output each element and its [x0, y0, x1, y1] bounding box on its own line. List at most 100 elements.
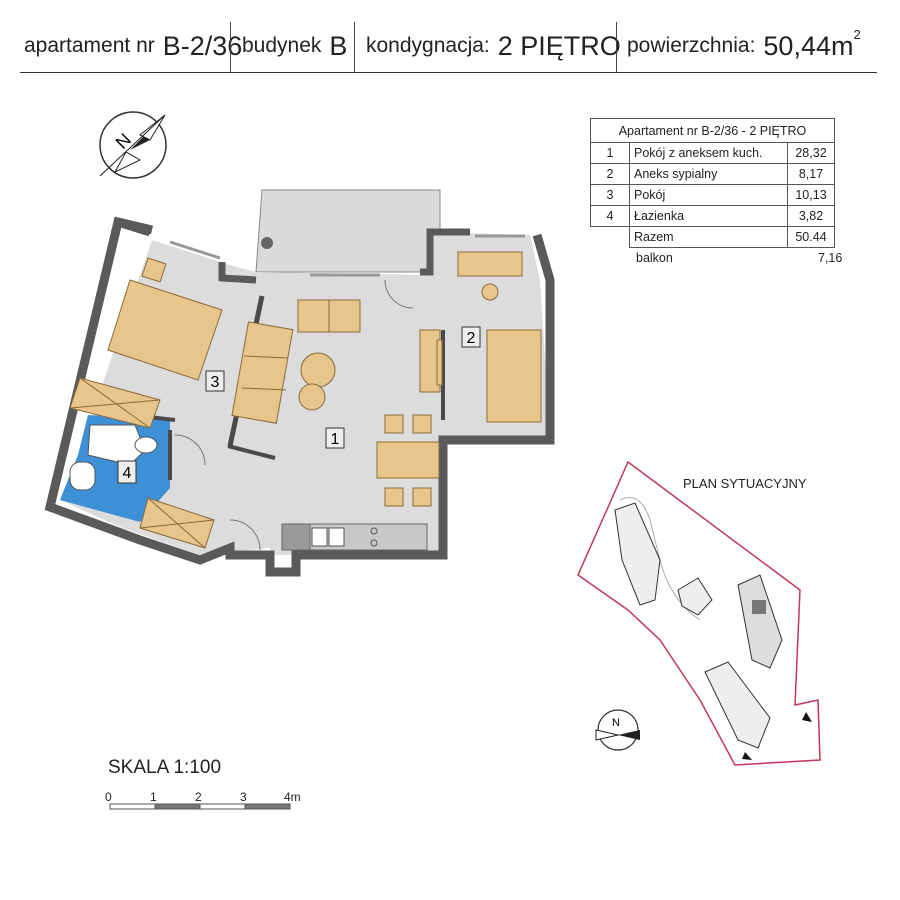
hob-burner	[370, 527, 378, 535]
chair	[384, 487, 404, 507]
scale-tick-label: 0	[105, 790, 112, 804]
table-row: 1 Pokój z aneksem kuch. 28,32	[590, 142, 835, 164]
total-value: 50.44	[787, 226, 835, 248]
room-label: 4	[123, 465, 132, 482]
room-area-table: Apartament nr B-2/36 - 2 PIĘTRO 1 Pokój …	[590, 118, 835, 248]
room-area: 28,32	[787, 142, 835, 164]
toilet	[69, 461, 96, 491]
apartment-label: apartament nr	[24, 34, 155, 57]
scale-tick-label: 1	[150, 790, 157, 804]
outer-wall	[44, 216, 555, 577]
room-area: 8,17	[787, 163, 835, 185]
coffee-table	[300, 352, 336, 388]
room-label-box	[325, 427, 345, 449]
room-label: 1	[331, 431, 340, 448]
interior-wall	[227, 444, 276, 460]
balcony-area	[255, 189, 441, 273]
balcony-label: balkon	[636, 251, 673, 265]
header-bar: apartament nr B-2/36 budynek B kondygnac…	[20, 20, 877, 73]
north-compass-icon	[99, 111, 167, 179]
room-label: 2	[467, 330, 476, 347]
sink	[311, 527, 328, 547]
outer-wall	[420, 228, 470, 276]
tv	[436, 339, 443, 386]
site-entrance-marker	[802, 712, 812, 722]
site-boundary	[577, 460, 821, 766]
balcony-value: 7,16	[818, 251, 843, 265]
header-divider	[616, 22, 617, 72]
table-total-row: Razem 50.44	[591, 226, 835, 248]
building-value: B	[329, 30, 348, 61]
outer-wall	[218, 262, 257, 284]
wardrobe-mark	[69, 399, 161, 409]
cabinet-mark	[139, 519, 215, 529]
fridge	[281, 523, 311, 551]
washbasin	[134, 436, 158, 454]
door-swing	[384, 279, 414, 309]
room-name: Aneks sypialny	[629, 163, 788, 185]
shelf	[457, 251, 523, 277]
area-label: powierzchnia:	[627, 34, 756, 57]
site-plan-title: PLAN SYTUACYJNY	[683, 476, 807, 491]
bed	[107, 279, 223, 381]
chair	[412, 414, 432, 434]
building: budynek B	[242, 20, 347, 72]
nightstand	[141, 257, 167, 283]
window	[169, 240, 221, 260]
cabinet-mark	[147, 497, 206, 549]
compass-letter: N	[112, 129, 135, 152]
total-label: Razem	[629, 226, 788, 248]
table-row: 2 Aneks sypialny 8,17	[590, 163, 835, 185]
floor-value: 2 PIĘTRO	[497, 30, 621, 61]
chair	[412, 487, 432, 507]
dining-table	[376, 441, 440, 479]
site-entrance-marker	[742, 752, 752, 760]
sofa	[231, 321, 294, 424]
bed	[486, 329, 542, 423]
apartment-value: B-2/36	[162, 30, 243, 61]
room-table-title: Apartament nr B-2/36 - 2 PIĘTRO	[590, 118, 835, 143]
floor-label: kondygnacja:	[366, 34, 490, 57]
header-divider	[230, 22, 231, 72]
table-row: 3 Pokój 10,13	[590, 184, 835, 206]
room-label-box	[117, 460, 137, 484]
table-row: 4 Łazienka 3,82	[590, 205, 835, 227]
door-swing	[229, 519, 261, 551]
apartment-number: apartament nr B-2/36	[24, 20, 242, 72]
room-area: 3,82	[787, 205, 835, 227]
door-swing	[174, 434, 206, 466]
building-label: budynek	[242, 34, 322, 57]
room-label-box	[205, 370, 225, 392]
area-superscript: 2	[853, 26, 861, 42]
room-label-box	[461, 326, 481, 348]
site-building	[614, 502, 661, 606]
area: powierzchnia: 50,44m2	[627, 20, 861, 72]
site-compass-letter: N	[612, 717, 620, 729]
wardrobe-mark	[79, 377, 151, 429]
scale-title: SKALA 1:100	[108, 757, 222, 778]
site-building	[704, 661, 771, 749]
sofa-divider	[243, 355, 289, 359]
sofa-divider	[241, 387, 287, 391]
area-value: 50,44m2	[763, 26, 861, 61]
scale-bar	[109, 803, 291, 810]
chair	[384, 414, 404, 434]
hob-burner	[370, 539, 378, 547]
room-name: Łazienka	[629, 205, 788, 227]
floor: kondygnacja: 2 PIĘTRO	[366, 20, 621, 72]
scale-tick-label: 4m	[284, 790, 301, 804]
pouf	[298, 383, 326, 411]
site-building	[677, 577, 713, 616]
outer-wall	[116, 217, 152, 237]
sink	[328, 527, 345, 547]
stool	[481, 283, 499, 301]
site-north-compass-icon	[595, 709, 640, 751]
shower	[87, 424, 146, 466]
scale-tick-label: 2	[195, 790, 202, 804]
balcony-column	[261, 237, 273, 249]
site-highlight	[752, 600, 766, 614]
site-building-target	[737, 574, 783, 669]
site-plan-map	[577, 460, 821, 766]
scale-tick-label: 3	[240, 790, 247, 804]
